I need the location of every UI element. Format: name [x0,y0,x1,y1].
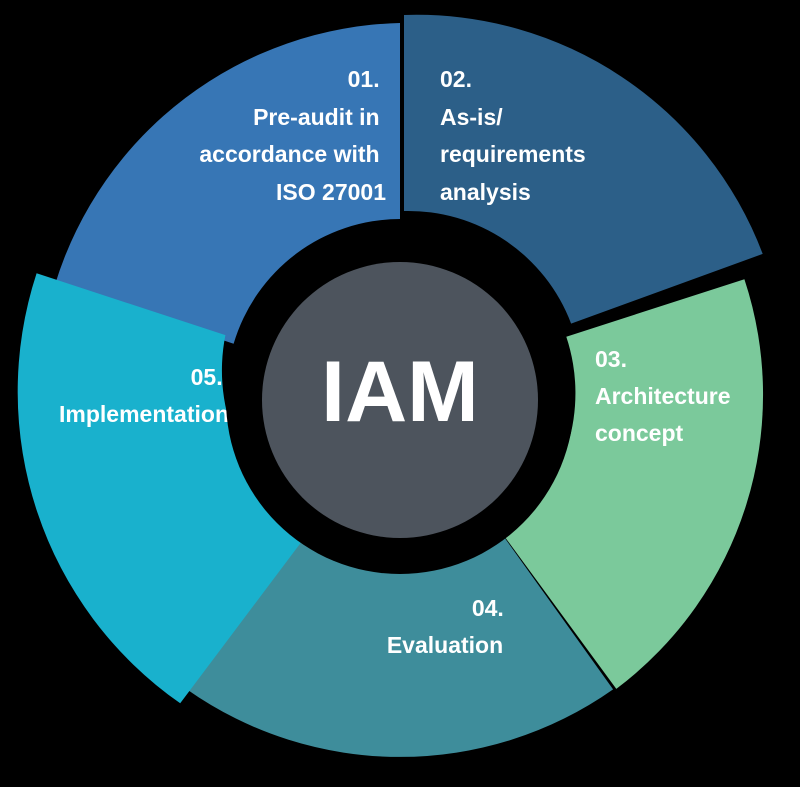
segment-asis-line-2: requirements [440,141,586,167]
segment-evaluation-shape [186,531,614,757]
segment-implementation-number: 05. [191,364,223,390]
segment-preaudit-line-3: ISO 27001 [276,179,386,205]
segment-architecture-line-2: concept [595,420,684,446]
center-hub-disc [262,262,538,538]
center-hub: IAM [226,226,574,574]
segment-preaudit-line-2: accordance with [199,141,379,167]
segment-evaluation-line-1: Evaluation [387,632,503,658]
segment-architecture-number: 03. [595,346,627,372]
segment-preaudit-number: 01. [348,66,380,92]
segment-implementation-shape [17,273,313,704]
segment-architecture: 03. Architecture concept [504,279,764,689]
segment-implementation: 05. Implementation [17,273,313,704]
segment-asis-number: 02. [440,66,472,92]
segment-architecture-label: 03. Architecture concept [595,346,737,446]
segment-evaluation-label: 04. Evaluation [387,595,510,658]
segment-implementation-label: 05. Implementation [59,364,229,427]
segment-asis: 02. As-is/ requirements analysis [404,14,763,324]
segment-preaudit-label: 01. Pre-audit in accordance with ISO 270… [199,66,386,205]
segment-asis-label: 02. As-is/ requirements analysis [440,66,592,205]
segment-evaluation-number: 04. [472,595,504,621]
segment-preaudit: 01. Pre-audit in accordance with ISO 270… [55,23,400,344]
segment-architecture-shape [504,279,764,689]
segment-preaudit-shape [55,23,400,344]
center-label: IAM [321,344,479,440]
segment-asis-shape [404,14,763,324]
segment-architecture-line-1: Architecture [595,383,730,409]
segment-preaudit-line-1: Pre-audit in [253,104,380,130]
segment-asis-line-1: As-is/ [440,104,503,130]
segment-asis-line-3: analysis [440,179,531,205]
segment-evaluation: 04. Evaluation [186,531,614,757]
segment-implementation-line-1: Implementation [59,401,229,427]
